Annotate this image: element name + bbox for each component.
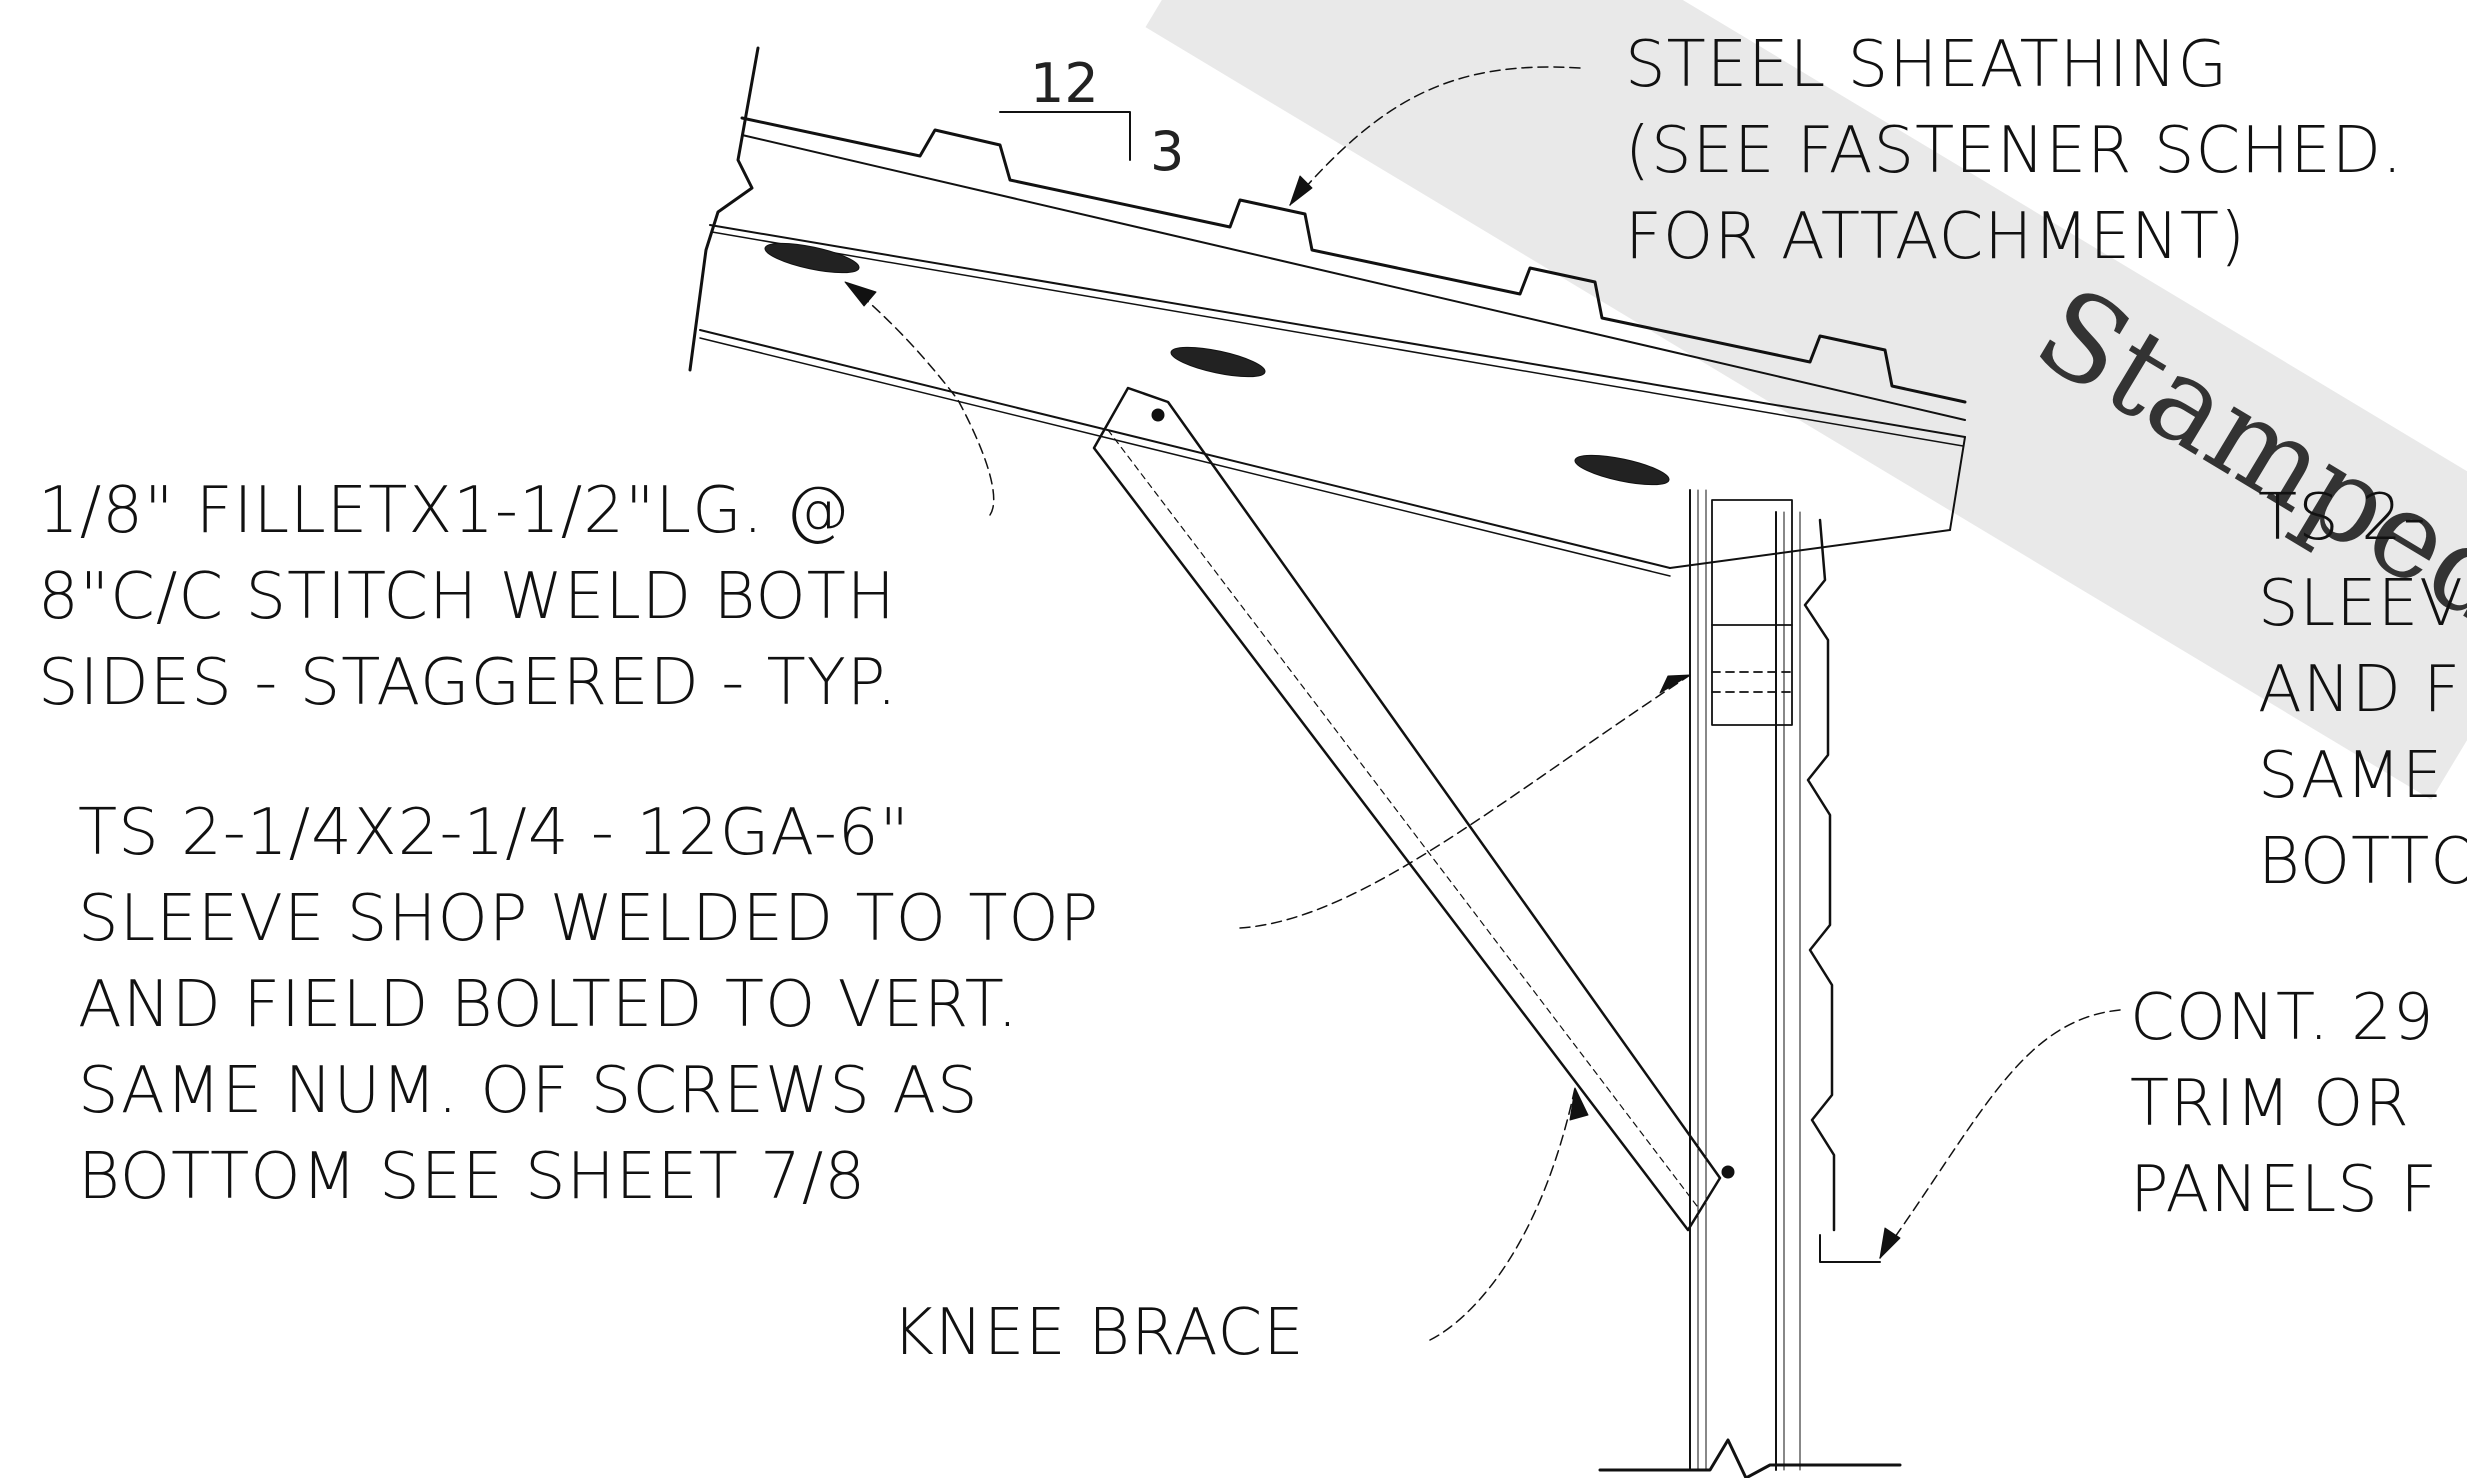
trim-line-2: TRIM OR	[2130, 1067, 2410, 1141]
sleeve-left-line-1: TS 2-1/4X2-1/4 - 12GA-6"	[78, 796, 910, 870]
weld-line-3: SIDES - STAGGERED - TYP.	[38, 646, 898, 720]
sleeve-label-left: TS 2-1/4X2-1/4 - 12GA-6" SLEEVE SHOP WEL…	[78, 790, 1099, 1220]
leader-lines	[844, 66, 2121, 1341]
leader-arrowheads	[844, 175, 1901, 1259]
break-line-bottom	[1598, 1438, 1902, 1478]
weld-line-1: 1/8" FILLETX1-1/2"LG. @	[38, 474, 851, 548]
stitch-weld-1	[764, 242, 860, 274]
sheathing-line-3: FOR ATTACHMENT)	[1625, 200, 2246, 274]
leader-trim	[1879, 1009, 2121, 1259]
slope-rise: 3	[1150, 120, 1185, 183]
knee-brace	[1092, 386, 1722, 1232]
stitch-weld-3	[1574, 454, 1670, 486]
leader-sleeve	[1239, 674, 1691, 929]
sleeve-left-line-4: SAME NUM. OF SCREWS AS	[78, 1054, 979, 1128]
brace-bolt-bottom	[1721, 1165, 1735, 1179]
rafter-bottom-edge	[699, 329, 1671, 569]
sleeve-left-line-3: AND FIELD BOLTED TO VERT.	[78, 968, 1019, 1042]
sleeve-left-line-5: BOTTOM SEE SHEET 7/8	[78, 1140, 867, 1214]
sheathing-line-1: STEEL SHEATHING	[1625, 28, 2229, 102]
sleeve-right-line-4: SAME	[2258, 739, 2444, 813]
rafter-top-edge	[709, 224, 1966, 438]
sleeve-label-right: TS 2- SLEEV AND F SAME BOTTO	[2258, 475, 2467, 905]
rafter-end-bottom	[1669, 529, 1951, 569]
sleeve-right-line-2: SLEEV	[2258, 567, 2464, 641]
sheathing-label: STEEL SHEATHING (SEE FASTENER SCHED. FOR…	[1625, 22, 2403, 280]
post-sleeve	[1711, 499, 1793, 726]
knee-brace-label: KNEE BRACE	[892, 1296, 1305, 1370]
break-line-top	[688, 46, 760, 372]
wall-panel-profile	[1803, 518, 1836, 1232]
trim-line-3: PANELS F	[2130, 1153, 2439, 1227]
weld-line-2: 8"C/C STITCH WELD BOTH	[38, 560, 896, 634]
weld-label: 1/8" FILLETX1-1/2"LG. @ 8"C/C STITCH WEL…	[38, 468, 898, 726]
stitch-welds	[764, 242, 1670, 486]
trim-label: CONT. 29 TRIM OR PANELS F	[2130, 975, 2438, 1233]
rafter-bottom-edge-inner	[699, 337, 1671, 577]
slope-triangle	[999, 111, 1131, 161]
sheathing-lower-line	[741, 134, 1966, 421]
sheathing-line-2: (SEE FASTENER SCHED.	[1625, 114, 2404, 188]
brace-bolt-top	[1151, 408, 1165, 422]
base-trim	[1819, 1234, 1881, 1263]
sleeve-right-line-5: BOTTO	[2258, 825, 2467, 899]
leader-sheathing	[1289, 66, 1581, 206]
sleeve-left-line-2: SLEEVE SHOP WELDED TO TOP	[78, 882, 1100, 956]
trim-line-1: CONT. 29	[2130, 981, 2435, 1055]
leader-knee-brace	[1429, 1087, 1576, 1341]
steel-sheathing-profile	[740, 116, 1967, 404]
knee-brace-hidden-line	[1107, 429, 1701, 1211]
stitch-weld-2	[1170, 346, 1266, 378]
slope-run: 12	[1030, 52, 1099, 115]
rafter-top-edge-inner	[711, 231, 1964, 447]
sleeve-right-line-3: AND F	[2258, 653, 2462, 727]
vertical-post	[1689, 489, 1801, 1471]
sleeve-right-line-1: TS 2-	[2258, 481, 2427, 555]
rafter-end-cut	[1949, 436, 1966, 531]
leader-weld	[844, 281, 995, 516]
